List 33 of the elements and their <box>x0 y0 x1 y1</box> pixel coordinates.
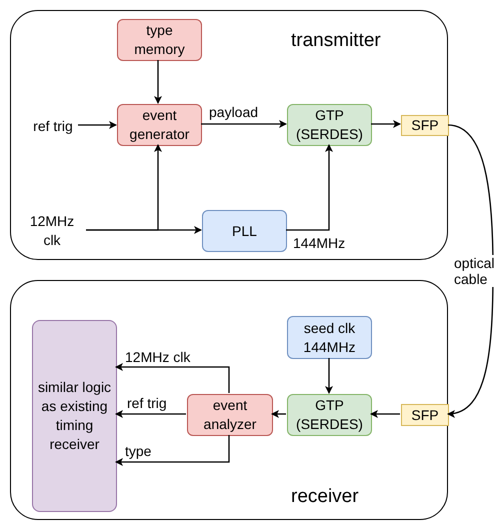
arrow <box>115 363 230 393</box>
process-box: seed clk 144MHz <box>287 316 372 359</box>
arrow <box>325 358 333 394</box>
signal-label: ref trig <box>27 108 79 144</box>
signal-label: 12MHz clk <box>17 213 87 249</box>
arrow <box>286 144 333 231</box>
process-box: type memory <box>117 19 202 61</box>
process-box: PLL <box>202 210 287 252</box>
cable-line <box>447 124 494 417</box>
arrow <box>115 410 186 418</box>
panel-title: transmitter <box>291 29 381 53</box>
arrow <box>78 121 117 129</box>
connector-box: SFP <box>401 404 449 426</box>
module-panel <box>10 280 448 520</box>
process-box: similar logic as existing timing receiver <box>32 320 117 512</box>
arrow <box>115 435 230 466</box>
module-panel <box>10 10 448 260</box>
edge-label: 12MHz clk <box>124 349 192 365</box>
arrow <box>86 226 202 234</box>
process-box: GTP (SERDES) <box>287 394 372 436</box>
process-box: event generator <box>117 104 202 146</box>
arrow <box>154 60 162 104</box>
edge-label: payload <box>208 104 260 120</box>
arrow <box>201 120 287 128</box>
arrow <box>370 410 400 418</box>
edge-label: 144MHz <box>292 235 346 251</box>
arrow <box>271 410 286 418</box>
process-box: event analyzer <box>187 394 273 436</box>
process-box: GTP (SERDES) <box>287 104 372 146</box>
panel-title: receiver <box>291 485 359 509</box>
edge-label: ref trig <box>126 395 168 411</box>
connector-box: SFP <box>401 115 449 136</box>
arrow <box>371 120 401 128</box>
